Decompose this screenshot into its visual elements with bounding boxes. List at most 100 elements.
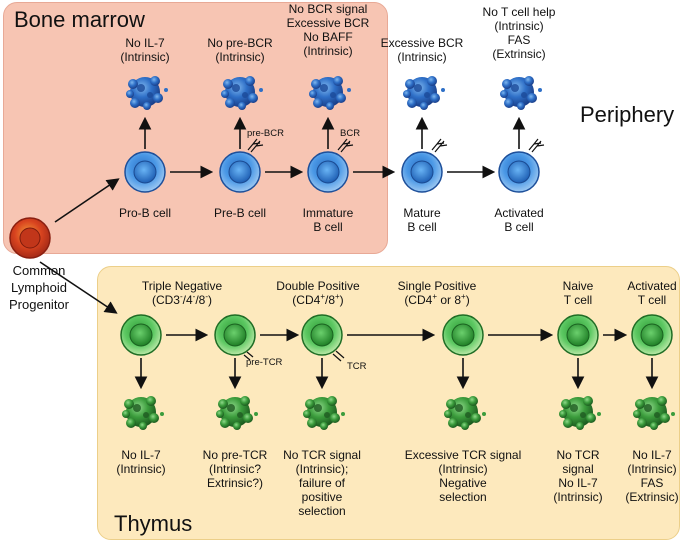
apoptotic-t-cell (303, 396, 345, 430)
fate-line: positive (301, 490, 343, 504)
fate-line: (Intrinsic? (208, 462, 261, 476)
fate-line: FAS (640, 476, 664, 490)
b-cell (401, 151, 443, 193)
fate-line: Excessive BCR (286, 16, 370, 30)
apoptotic-t-cell (122, 396, 164, 430)
fate-line: failure of (298, 476, 346, 490)
name-line: Pre-B cell (213, 206, 267, 220)
fate-line: No BCR signal (288, 2, 368, 16)
apoptotic-b-cell (403, 76, 445, 110)
fate-line: (Intrinsic) (303, 44, 353, 58)
pre-bcr-receptor (247, 138, 264, 153)
fate-line: (Extrinsic) (625, 490, 679, 504)
bcell-name-immature-b: Immature B cell (303, 206, 354, 234)
t-cell (442, 314, 484, 356)
bcell-name-mature-b: Mature B cell (403, 206, 440, 234)
tcell-fate-single-positive: Excessive TCR signal (Intrinsic) Negativ… (405, 448, 521, 504)
progenitor-nucleus (19, 227, 41, 249)
bcr-label: BCR (340, 128, 361, 139)
fate-line: No IL-7 (125, 36, 165, 50)
name-line: B cell (504, 220, 534, 234)
fate-line: No TCR signal (283, 448, 361, 462)
header-line: Triple Negative (141, 279, 223, 293)
t-cell (631, 314, 673, 356)
fate-line: No pre-TCR (202, 448, 268, 462)
fate-line: Excessive BCR (380, 36, 464, 50)
tcell-header-triple-negative: Triple Negative (CD3-/4-/8-) (142, 279, 222, 307)
fate-line: No IL-7 (558, 476, 598, 490)
apoptotic-t-cell (633, 396, 675, 430)
fate-line: No BAFF (303, 30, 353, 44)
fate-line: (Intrinsic) (553, 490, 603, 504)
bcell-fate-pro-b: No IL-7 (Intrinsic) (120, 36, 169, 64)
apoptotic-t-cell (216, 396, 258, 430)
apoptotic-b-cell (500, 76, 542, 110)
fate-line: (Intrinsic); (295, 462, 349, 476)
name-line: B cell (313, 220, 343, 234)
b-cell (307, 151, 349, 193)
progenitor-label-line: Common (12, 263, 66, 278)
bcr-receptor-mature (431, 138, 448, 153)
tcell-header-single-positive: Single Positive (CD4+ or 8+) (398, 279, 477, 307)
fate-line: Extrinsic?) (206, 476, 263, 490)
apoptotic-b-cell (221, 76, 263, 110)
fate-line: No pre-BCR (207, 36, 273, 50)
tcell-fate-naive: No TCR signal No IL-7 (Intrinsic) (553, 448, 602, 504)
b-cell (124, 151, 166, 193)
header-line: (CD3-/4-/8-) (151, 292, 213, 308)
fate-line: No T cell help (482, 5, 556, 19)
b-cell (498, 151, 540, 193)
bcr-receptor (337, 138, 354, 153)
pre-tcr-receptor (243, 351, 254, 361)
progenitor-label-line: Progenitor (9, 297, 69, 312)
tcell-fate-pre-tcr: No pre-TCR (Intrinsic? Extrinsic?) (203, 448, 268, 490)
tcell-fate-double-positive: No TCR signal (Intrinsic); failure of po… (283, 448, 361, 518)
fate-line: signal (562, 462, 594, 476)
progenitor-label: Common Lymphoid Progenitor (9, 262, 69, 313)
bcell-fate-pre-b: No pre-BCR (Intrinsic) (207, 36, 272, 64)
pre-tcr-label: pre-TCR (246, 357, 283, 368)
t-cell (301, 314, 343, 356)
bcr-receptor-activated (528, 138, 545, 153)
header-line: (CD4+/8+) (292, 292, 344, 308)
tcell-fate-triple-negative: No IL-7 (Intrinsic) (116, 448, 165, 476)
t-cell (120, 314, 162, 356)
fate-line: No IL-7 (632, 448, 672, 462)
bone-marrow-title: Bone marrow (14, 7, 145, 32)
tcr-receptor (332, 350, 345, 362)
fate-line: (Intrinsic) (494, 19, 544, 33)
fate-line: selection (439, 490, 487, 504)
arrow (54, 178, 120, 223)
fate-line: FAS (507, 33, 531, 47)
apoptotic-t-cell (559, 396, 601, 430)
fate-line: (Intrinsic) (438, 462, 488, 476)
bcell-fate-mature-b: Excessive BCR (Intrinsic) (381, 36, 464, 64)
tcell-fate-activated: No IL-7 (Intrinsic) FAS (Extrinsic) (625, 448, 678, 504)
t-cell (214, 314, 256, 356)
header-line: T cell (637, 293, 667, 307)
name-line: Activated (494, 206, 544, 220)
bcell-fate-immature-b: No BCR signal Excessive BCR No BAFF (Int… (287, 2, 370, 58)
header-line: Single Positive (397, 279, 477, 293)
progenitor-label-line: Lymphoid (11, 280, 67, 295)
thymus-title: Thymus (114, 511, 193, 536)
b-cell (219, 151, 261, 193)
name-line: Immature (302, 206, 354, 220)
fate-line: No IL-7 (121, 448, 161, 462)
fate-line: (Intrinsic) (627, 462, 677, 476)
bcell-name-activated-b: Activated B cell (494, 206, 543, 234)
periphery-title: Periphery (580, 102, 675, 127)
header-line: Double Positive (276, 279, 360, 293)
arrow (39, 261, 118, 314)
fate-line: (Intrinsic) (215, 50, 265, 64)
fate-line: Excessive TCR signal (404, 448, 522, 462)
bcell-fate-activated-b: No T cell help (Intrinsic) FAS (Extrinsi… (483, 5, 556, 61)
name-line: Pro-B cell (118, 206, 172, 220)
header-line: Activated (627, 279, 677, 293)
pre-bcr-label: pre-BCR (247, 128, 284, 139)
fate-line: (Intrinsic) (120, 50, 170, 64)
fate-line: Negative (439, 476, 487, 490)
name-line: B cell (407, 220, 437, 234)
